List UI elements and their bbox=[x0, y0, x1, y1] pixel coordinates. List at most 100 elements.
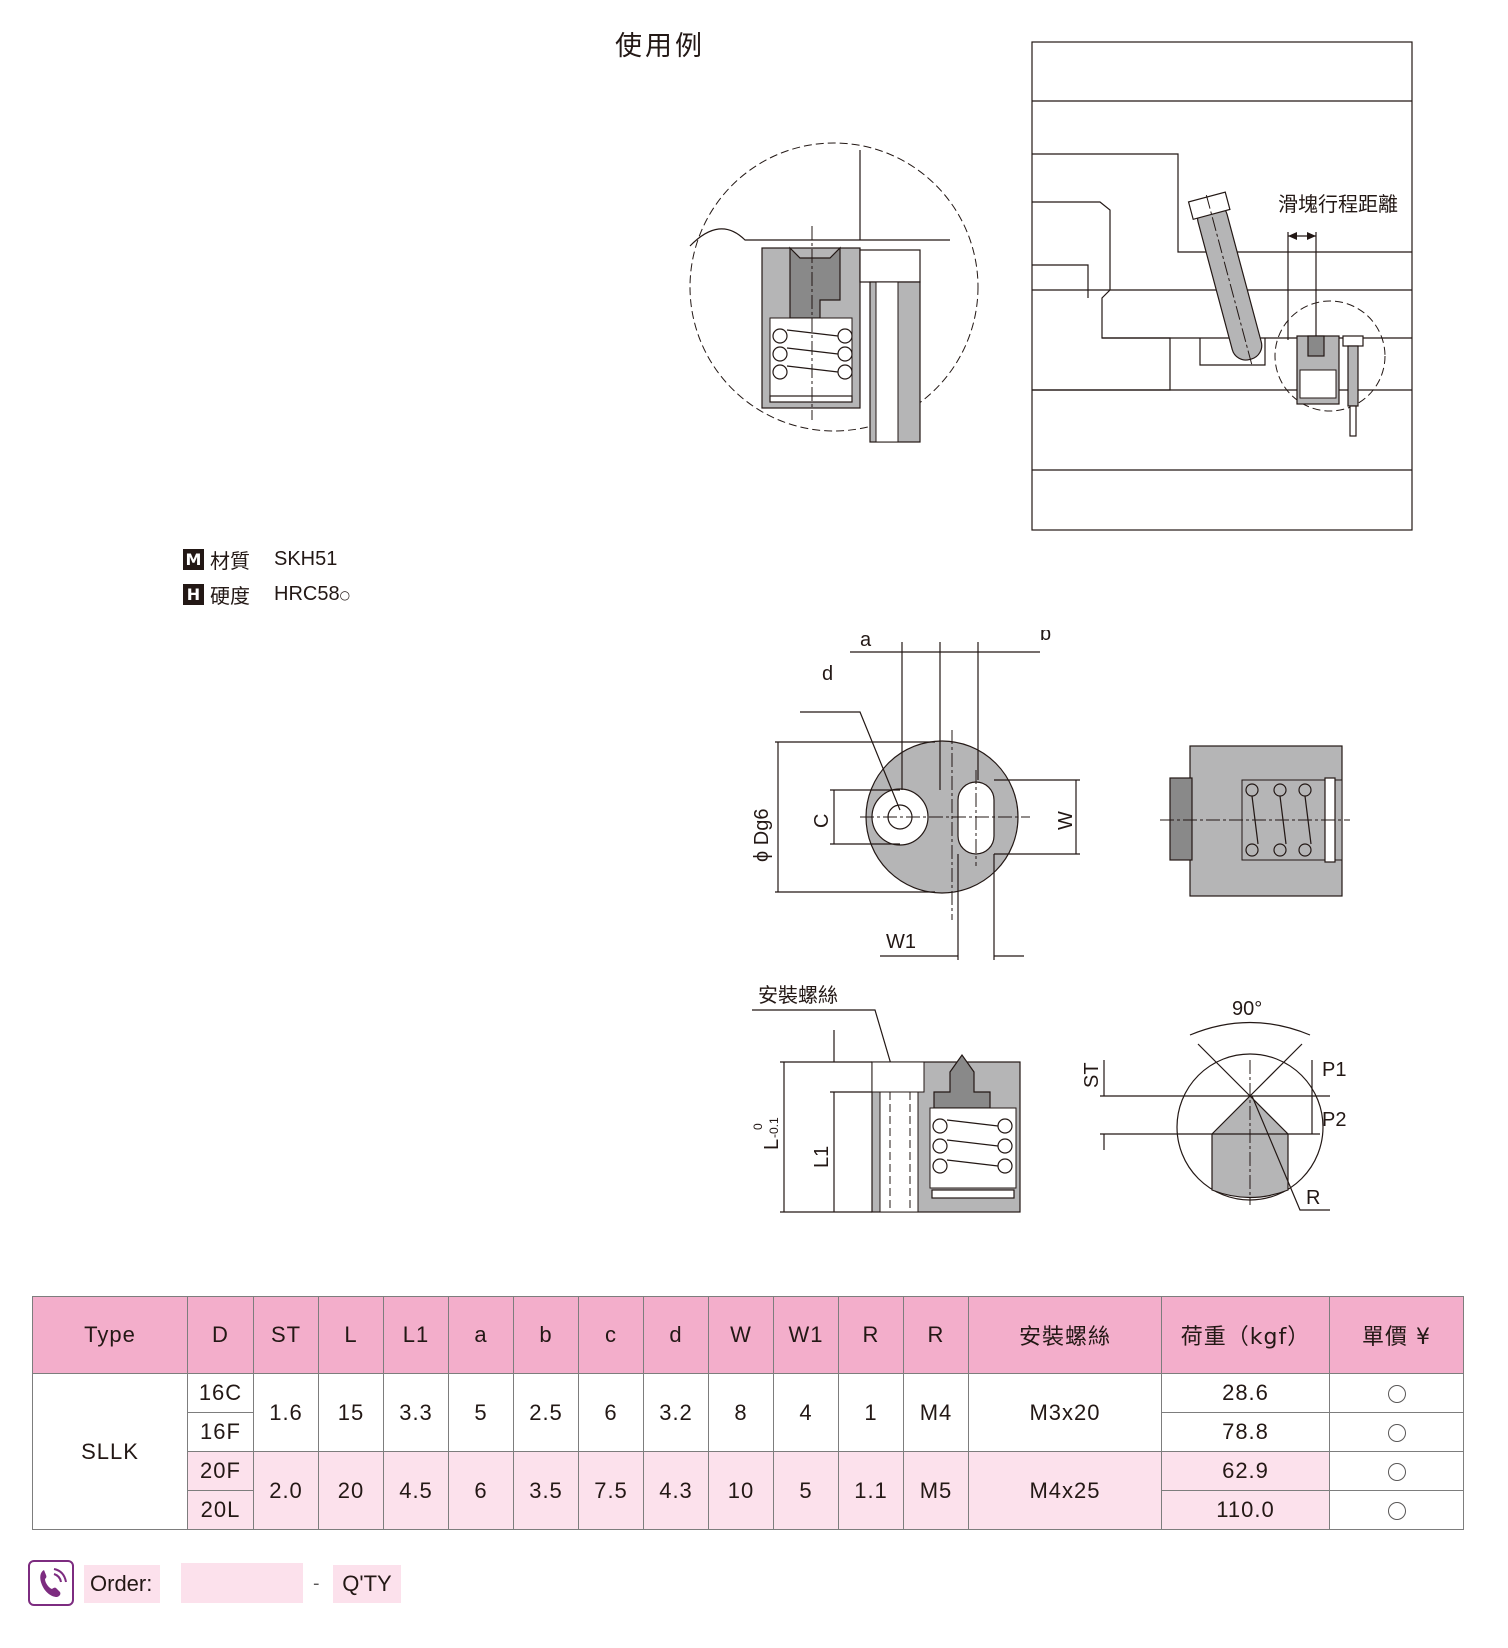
dim-l: L bbox=[761, 1139, 783, 1150]
detail-circle bbox=[689, 142, 979, 432]
header-screw: 安裝螺絲 bbox=[968, 1296, 1162, 1374]
l-cell: 20 bbox=[318, 1451, 384, 1530]
d-cell: 16C bbox=[187, 1373, 254, 1413]
dim-angle: 90° bbox=[1232, 998, 1262, 1020]
dim-w: W bbox=[1055, 811, 1077, 830]
price-circle-icon bbox=[1387, 1385, 1406, 1404]
material-label: 材質 bbox=[210, 549, 250, 573]
a-cell: 6 bbox=[448, 1451, 514, 1530]
st-cell: 2.0 bbox=[253, 1451, 319, 1530]
screw-label: 安裝螺絲 bbox=[758, 983, 838, 1007]
dim-d: d bbox=[822, 663, 833, 685]
price-circle-icon bbox=[1387, 1424, 1406, 1443]
header-a: a bbox=[448, 1296, 514, 1374]
dim-b: b bbox=[1040, 630, 1051, 645]
d-cell: 20L bbox=[187, 1490, 254, 1530]
dim-l-tol-bot: -0.1 bbox=[767, 1117, 781, 1138]
dim-l1: L1 bbox=[811, 1146, 833, 1168]
l1-cell: 4.5 bbox=[383, 1451, 449, 1530]
hardness-value: HRC58 bbox=[274, 583, 340, 605]
order-input[interactable] bbox=[181, 1563, 303, 1603]
header-l: L bbox=[318, 1296, 384, 1374]
header-c: c bbox=[578, 1296, 644, 1374]
header-d-small: d bbox=[643, 1296, 709, 1374]
mold-frame bbox=[1031, 41, 1413, 531]
dim-w1: W1 bbox=[886, 931, 916, 953]
material-badge: M bbox=[183, 549, 204, 570]
dim-dg6: ϕ Dg6 bbox=[751, 809, 773, 862]
r1-cell: 1.1 bbox=[838, 1451, 904, 1530]
header-w1: W1 bbox=[773, 1296, 839, 1374]
dimension-drawing: a b d ϕ Dg6 C W W1 安裝螺絲 bbox=[751, 630, 1350, 1213]
l-cell: 15 bbox=[318, 1373, 384, 1452]
dim-r: R bbox=[1306, 1187, 1320, 1209]
price-cell bbox=[1329, 1490, 1464, 1530]
r2-cell: M5 bbox=[903, 1451, 969, 1530]
usage-drawing: 滑塊行程距離 bbox=[689, 41, 1413, 531]
d-small-cell: 4.3 bbox=[643, 1451, 709, 1530]
dim-a: a bbox=[860, 630, 872, 651]
hardness-badge: H bbox=[183, 584, 204, 605]
type-cell: SLLK bbox=[32, 1373, 188, 1530]
table-header-row: Type D ST L L1 a b c d W W1 R R 安裝螺絲 荷重（… bbox=[32, 1296, 1464, 1374]
b-cell: 3.5 bbox=[513, 1451, 579, 1530]
usage-title: 使用例 bbox=[615, 31, 705, 62]
header-w: W bbox=[708, 1296, 774, 1374]
c-cell: 6 bbox=[578, 1373, 644, 1452]
dim-st: ST bbox=[1081, 1062, 1103, 1088]
b-cell: 2.5 bbox=[513, 1373, 579, 1452]
d-cell: 16F bbox=[187, 1412, 254, 1452]
hardness-degree: ○ bbox=[339, 587, 351, 602]
hardness-row: H 硬度 HRC58○ bbox=[183, 580, 350, 609]
r1-cell: 1 bbox=[838, 1373, 904, 1452]
hardness-label: 硬度 bbox=[210, 584, 250, 608]
w-cell: 8 bbox=[708, 1373, 774, 1452]
header-l1: L1 bbox=[383, 1296, 449, 1374]
table-row: 20L 110.0 bbox=[33, 1490, 1464, 1530]
material-row: M 材質 SKH51 bbox=[183, 545, 337, 574]
table-row: 16F 78.8 bbox=[33, 1412, 1464, 1452]
header-type: Type bbox=[32, 1296, 188, 1374]
w1-cell: 4 bbox=[773, 1373, 839, 1452]
load-cell: 110.0 bbox=[1161, 1490, 1330, 1530]
order-label: Order: bbox=[84, 1565, 160, 1603]
slide-stroke-label: 滑塊行程距離 bbox=[1278, 192, 1398, 216]
load-cell: 28.6 bbox=[1161, 1373, 1330, 1413]
screw-cell: M3x20 bbox=[968, 1373, 1162, 1452]
price-cell bbox=[1329, 1451, 1464, 1491]
header-r2: R bbox=[903, 1296, 969, 1374]
screw-cell: M4x25 bbox=[968, 1451, 1162, 1530]
st-cell: 1.6 bbox=[253, 1373, 319, 1452]
dim-l-tol-top: 0 bbox=[751, 1123, 765, 1130]
load-cell: 78.8 bbox=[1161, 1412, 1330, 1452]
header-price: 單價 ¥ bbox=[1329, 1296, 1464, 1374]
header-r1: R bbox=[838, 1296, 904, 1374]
price-circle-icon bbox=[1387, 1502, 1406, 1521]
r2-cell: M4 bbox=[903, 1373, 969, 1452]
header-load: 荷重（kgf） bbox=[1161, 1296, 1330, 1374]
order-separator: - bbox=[313, 1573, 320, 1594]
spec-table: Type D ST L L1 a b c d W W1 R R 安裝螺絲 荷重（… bbox=[32, 1296, 1464, 1530]
w1-cell: 5 bbox=[773, 1451, 839, 1530]
price-circle-icon bbox=[1387, 1463, 1406, 1482]
phone-icon[interactable] bbox=[28, 1560, 74, 1606]
price-cell bbox=[1329, 1412, 1464, 1452]
header-st: ST bbox=[253, 1296, 319, 1374]
d-small-cell: 3.2 bbox=[643, 1373, 709, 1452]
material-value: SKH51 bbox=[274, 548, 338, 570]
c-cell: 7.5 bbox=[578, 1451, 644, 1530]
dim-p2: P2 bbox=[1322, 1109, 1346, 1131]
load-cell: 62.9 bbox=[1161, 1451, 1330, 1491]
header-b: b bbox=[513, 1296, 579, 1374]
table-row: SLLK 16C 1.6 15 3.3 5 2.5 6 3.2 8 4 1 M4… bbox=[32, 1373, 1464, 1530]
dim-p1: P1 bbox=[1322, 1059, 1346, 1081]
price-cell bbox=[1329, 1373, 1464, 1413]
w-cell: 10 bbox=[708, 1451, 774, 1530]
dim-c: C bbox=[811, 814, 833, 828]
header-d: D bbox=[187, 1296, 254, 1374]
table-row: 20F 2.0 20 4.5 6 3.5 7.5 4.3 10 5 1.1 M5… bbox=[33, 1451, 1464, 1530]
l1-cell: 3.3 bbox=[383, 1373, 449, 1452]
d-cell: 20F bbox=[187, 1451, 254, 1491]
a-cell: 5 bbox=[448, 1373, 514, 1452]
qty-label[interactable]: Q'TY bbox=[333, 1565, 401, 1603]
